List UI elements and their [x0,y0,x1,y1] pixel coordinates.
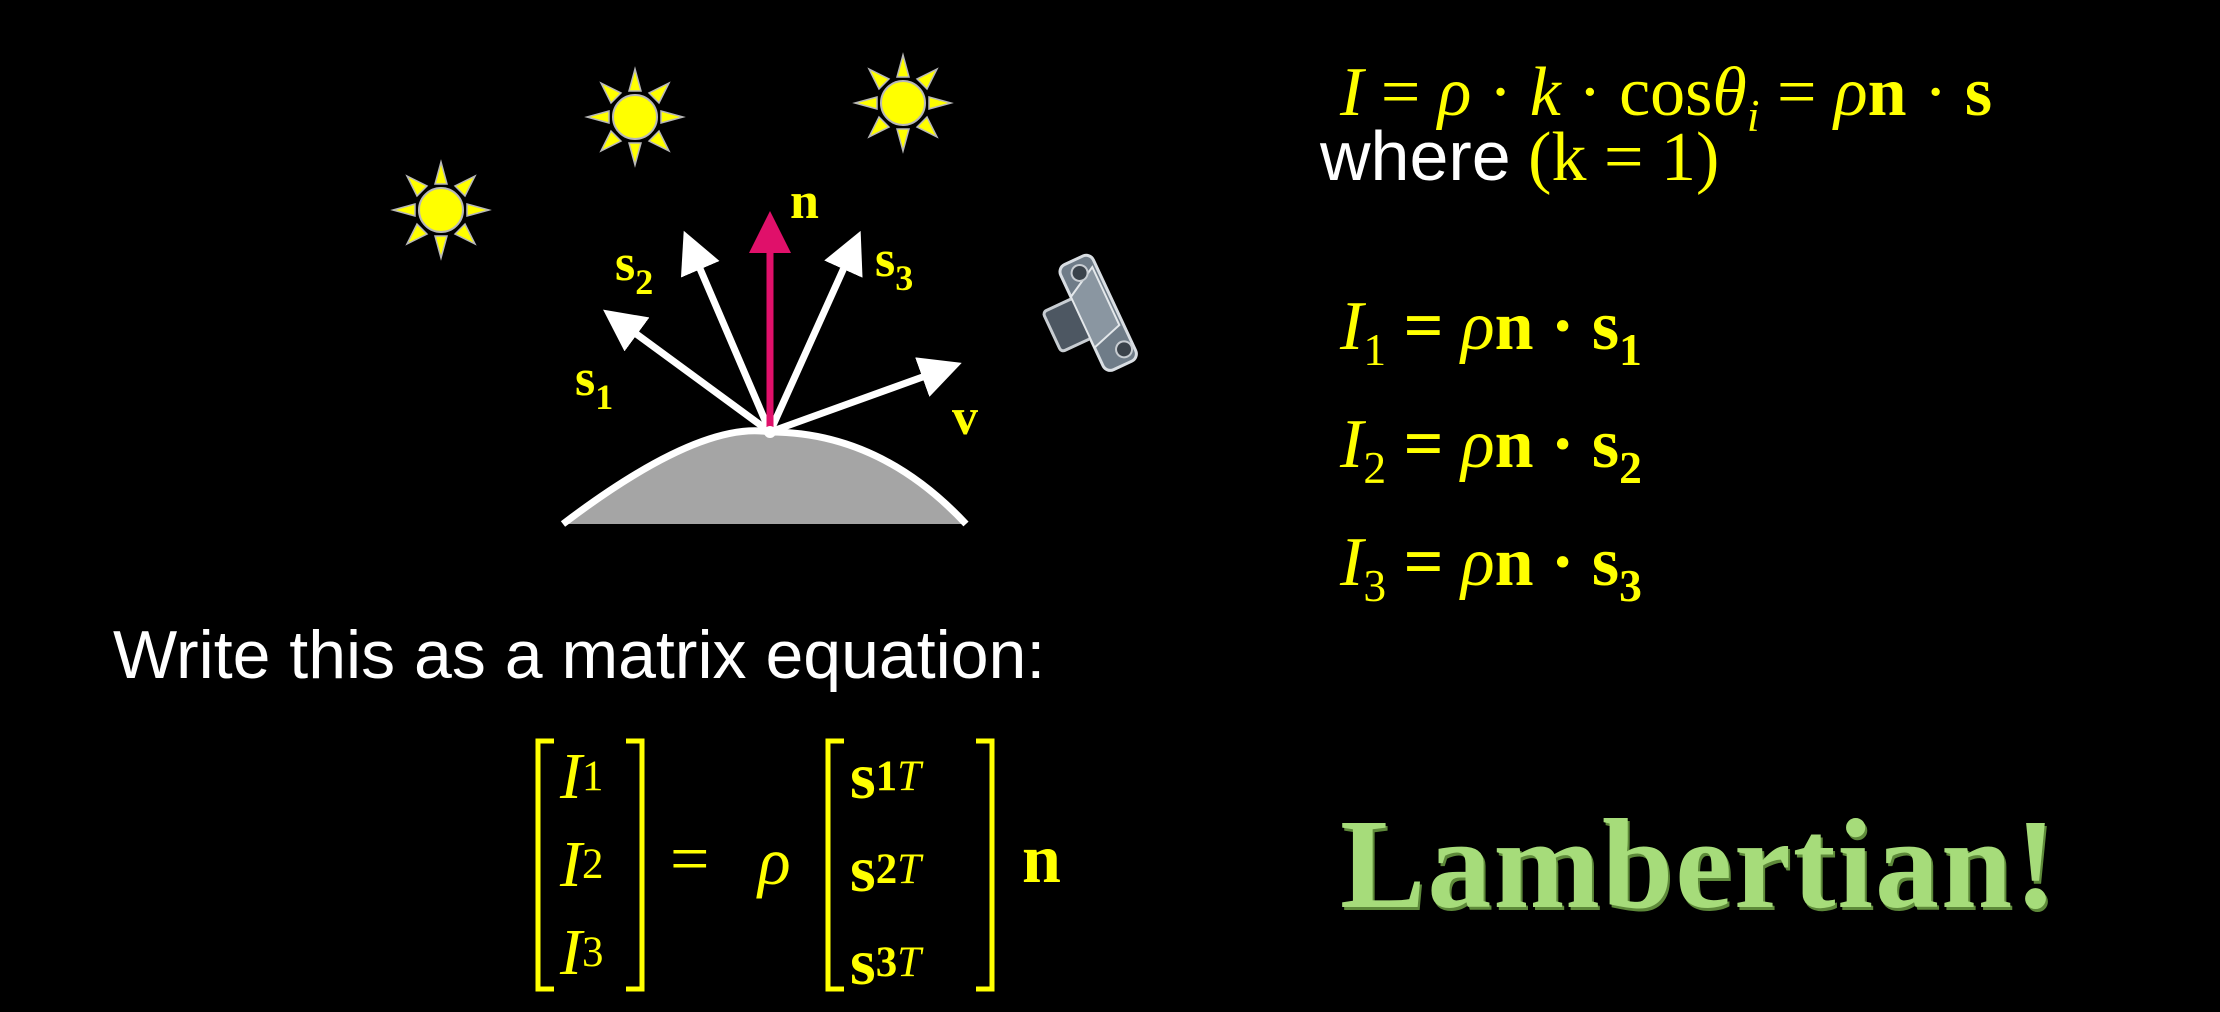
surface-shape [563,430,966,524]
label-s2: s2 [615,235,653,302]
where-clause: where (k = 1) [1320,117,1720,197]
k-symbol: k [1529,54,1561,131]
matrix-normal: n [1022,821,1061,898]
photometric-stereo-diagram: n s2 s3 s1 v [392,54,1138,527]
label-v: v [952,389,978,446]
matrix-instruction: Write this as a matrix equation: [113,617,1046,693]
view-arrow [768,357,962,436]
equals-sign: = [1380,54,1421,131]
camera-icon [1042,253,1138,372]
albedo-normal-product: ρn [1833,54,1907,131]
intensity-equation: I = ρ · k · cosθi = ρn · s [1340,58,1992,139]
matrix-albedo: ρ [758,823,791,899]
albedo-symbol: ρ [1437,54,1472,131]
k-condition: (k = 1) [1528,119,1720,196]
intensity-symbol: I [1340,54,1364,131]
cos-function: cosθi [1619,54,1760,141]
rhs-brackets [825,738,995,992]
equals-sign: = [1776,54,1817,131]
dot-operator: · [1488,54,1513,131]
sun-icon [586,68,684,166]
dot-operator: · [1578,54,1602,131]
label-s1: s1 [575,350,613,417]
label-n: n [790,173,819,230]
light-equation-2: I2 = ρn · s2 [1340,406,1642,493]
light-equation-3: I3 = ρn · s3 [1340,524,1642,611]
dot-operator: · [1924,54,1948,131]
light-vector-s: s [1964,54,1993,131]
lhs-brackets [535,738,645,992]
lambertian-title: Lambertian! [1340,793,2059,935]
light-equation-1: I1 = ρn · s1 [1340,288,1642,375]
sun-icon [392,161,490,259]
s1-arrow [603,309,773,435]
label-s3: s3 [875,231,913,298]
s3-arrow [766,230,863,434]
matrix-equals: = [670,821,710,898]
where-word: where [1320,117,1511,195]
s2-arrow [680,230,774,434]
sun-icon [854,54,952,152]
